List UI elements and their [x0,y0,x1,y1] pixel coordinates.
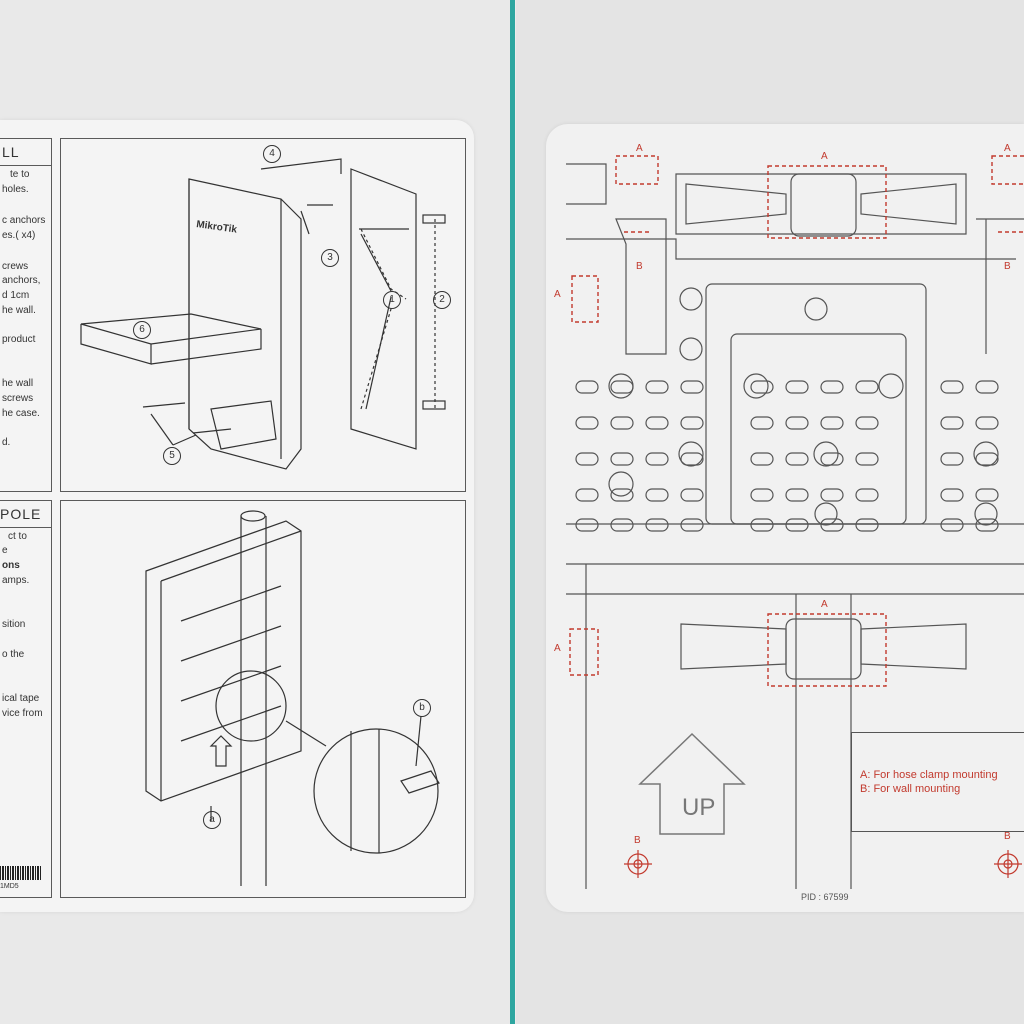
legend-line-a: A: For hose clamp mounting [860,769,998,781]
pole-line: o the [2,649,25,660]
pole-mount-illustration [145,510,440,886]
callout-2: 2 [433,291,451,309]
label-a-top-right: A [1004,143,1011,154]
callout-5: 5 [163,447,181,465]
barcode [0,866,42,880]
wall-line: d. [2,437,11,448]
label-b-bottom-left: B [634,835,641,846]
wall-line: he case. [2,408,40,419]
wall-line: screws [2,393,34,404]
label-b-left: B [636,261,643,272]
callout-a: a [203,811,221,829]
callout-4: 4 [263,145,281,163]
pole-line: ons [2,560,20,571]
callout-1: 1 [383,291,401,309]
pole-line: e [2,545,8,556]
pole-illustration-panel: a b [60,500,466,898]
callout-6: 6 [133,321,151,339]
device-logo: MikroTik [196,219,239,236]
label-b-right: B [1004,261,1011,272]
callout-3: 3 [321,249,339,267]
label-b-bottom-right: B [1004,831,1011,842]
wall-line: product [2,334,36,345]
legend-line-b: B: For wall mounting [860,783,961,795]
wall-mount-illustration: MikroTik [80,158,446,470]
up-label: UP [682,794,716,821]
label-a-left: A [554,289,561,300]
barcode-label: 1MD5 [0,883,19,890]
mounting-template-drawing [566,155,1024,889]
wall-header-box [0,138,52,166]
callout-b: b [413,699,431,717]
mounting-template-sheet: A A A A B B A A B B UP A: For hose clamp… [546,124,1024,912]
wall-section-header: LL [2,144,20,160]
wall-line: he wall. [2,305,36,316]
wall-line: c anchors [2,215,46,226]
pole-line: vice from [2,708,43,719]
up-arrow [638,732,746,835]
label-a-top-center: A [821,151,828,162]
label-a-lower-center: A [821,599,828,610]
legend-box [851,732,1024,832]
instruction-sheet: LL te to holes. c anchors es.( x4) crews… [0,120,474,912]
pole-header-box [0,500,52,528]
image-divider [510,0,515,1024]
wall-illustration-panel: MikroTik 4 3 1 2 6 5 [60,138,466,492]
pole-section-header: POLE [0,506,42,522]
wall-line: anchors, [2,275,41,286]
pole-line: ical tape [2,693,40,704]
wall-line: te to [10,169,30,180]
label-a-top-left: A [636,143,643,154]
pole-line: ct to [8,531,27,542]
pole-line: amps. [2,575,30,586]
wall-line: holes. [2,184,29,195]
label-a-lower-left: A [554,643,561,654]
vent-pattern [575,287,999,532]
pid-label: PID : 67599 [801,892,849,902]
wall-line: crews [2,261,29,272]
pole-line: sition [2,619,26,630]
wall-line: es.( x4) [2,230,36,241]
red-guides [569,155,1024,687]
wall-line: d 1cm [2,290,30,301]
wall-line: he wall [2,378,34,389]
